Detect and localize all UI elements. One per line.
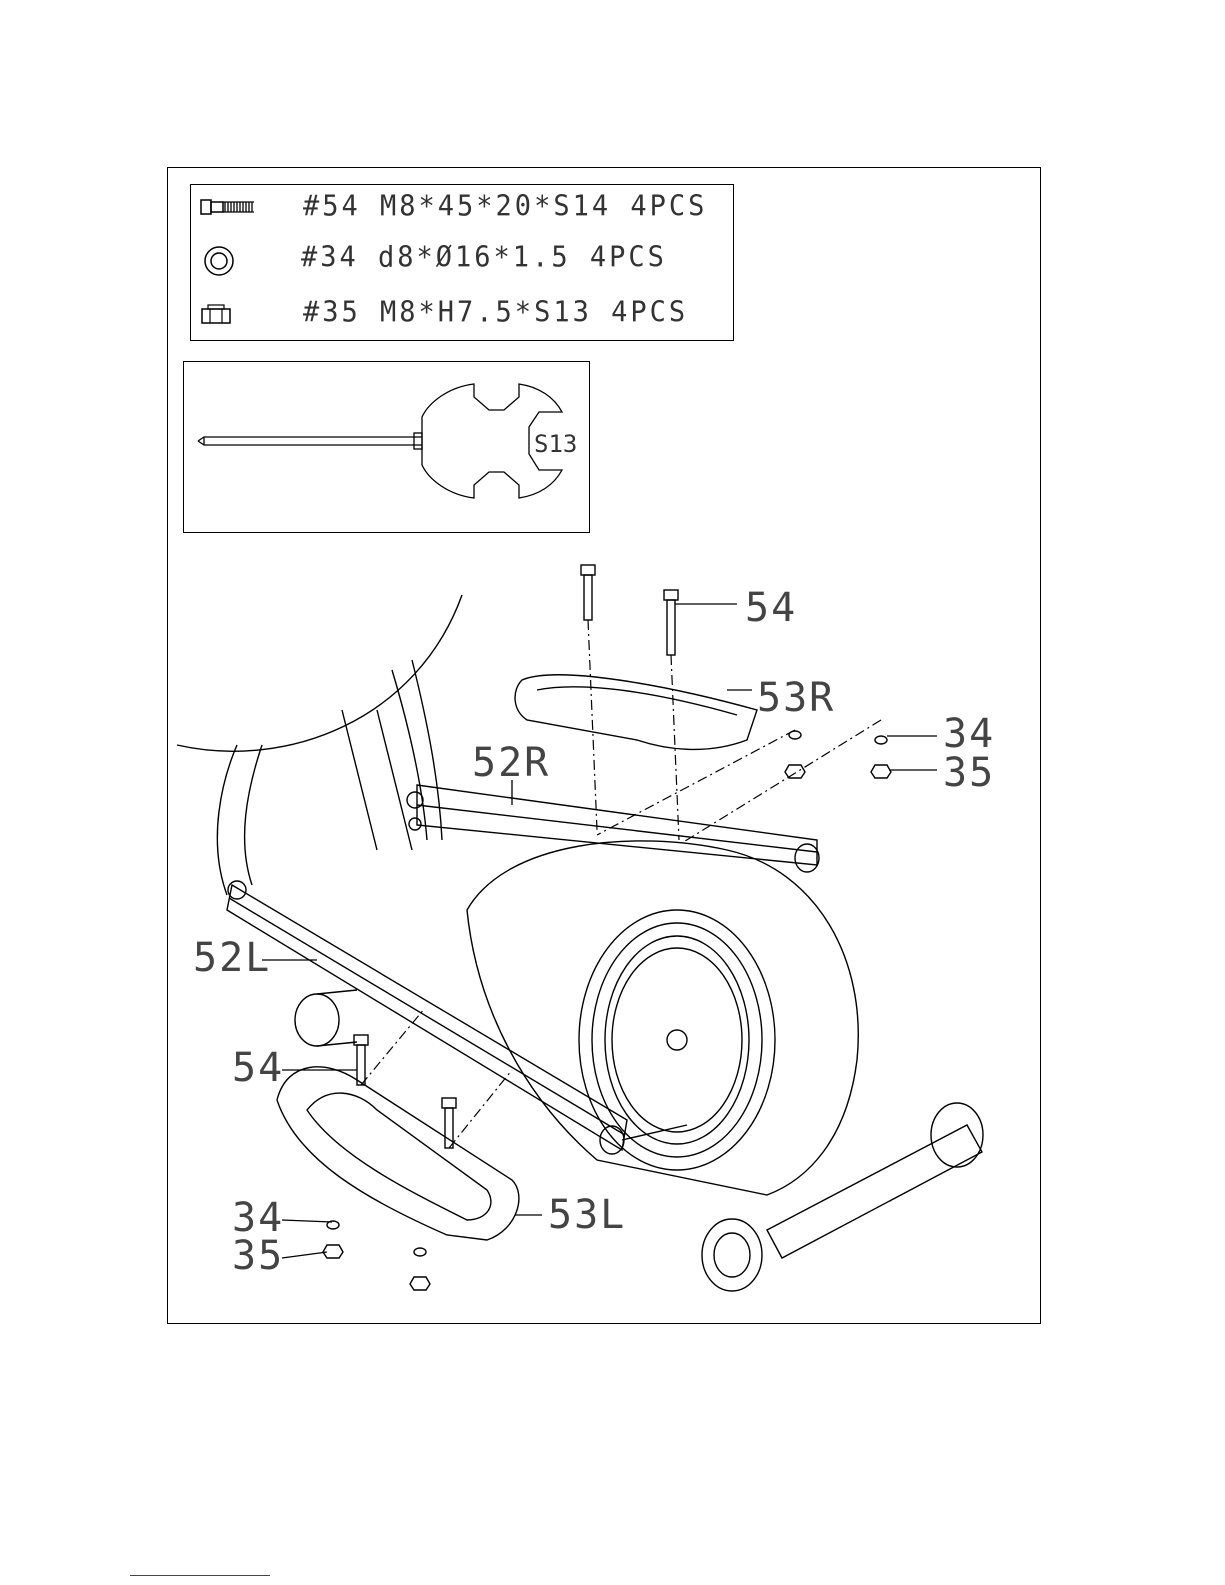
hardware-row-nut: #35 M8*H7.5*S13 4PCS: [191, 295, 733, 335]
hardware-list: #54 M8*45*20*S14 4PCS #34 d8*Ø16*1.5 4PC…: [190, 184, 734, 341]
callout-nut-35-right: 35: [943, 750, 995, 796]
hardware-row-washer: #34 d8*Ø16*1.5 4PCS: [191, 240, 733, 280]
bolt-right-1: [581, 565, 595, 620]
nut-icon: [199, 299, 259, 331]
bolt-left-2: [442, 1098, 456, 1148]
tool-size-label: S13: [534, 430, 577, 458]
flywheel: [579, 910, 775, 1170]
hardware-nut-spec: #35 M8*H7.5*S13 4PCS: [303, 296, 688, 329]
footer-link-rule: [130, 1575, 270, 1576]
pedal-right: [515, 675, 757, 750]
callout-arm-52r: 52R: [472, 740, 550, 786]
washer-right-2: [875, 736, 887, 744]
washer-icon: [199, 244, 259, 276]
hardware-bolt-spec: #54 M8*45*20*S14 4PCS: [303, 190, 707, 223]
callout-bolt-54-left: 54: [232, 1045, 284, 1091]
bolt-icon: [199, 191, 259, 223]
washer-left-2: [414, 1248, 426, 1256]
pedal-left: [277, 1067, 519, 1240]
bolt-right-2: [664, 590, 678, 655]
nut-right-1: [785, 765, 805, 778]
console-outline: [177, 595, 462, 751]
callout-nut-35-left: 35: [232, 1233, 284, 1279]
wrench-screwdriver-icon: S13: [184, 362, 591, 534]
callout-arm-52l: 52L: [193, 935, 271, 981]
nut-left-2: [410, 1277, 430, 1290]
callout-bolt-54-right: 54: [745, 585, 797, 631]
callout-pedal-53l: 53L: [548, 1192, 626, 1238]
front-stabilizer: [767, 1125, 982, 1258]
hardware-row-bolt: #54 M8*45*20*S14 4PCS: [191, 187, 733, 227]
callout-pedal-53r: 53R: [757, 675, 835, 721]
nut-right-2: [871, 765, 891, 778]
tool-panel: S13: [183, 361, 590, 533]
hardware-washer-spec: #34 d8*Ø16*1.5 4PCS: [301, 241, 667, 274]
arm-left: [227, 885, 627, 1150]
